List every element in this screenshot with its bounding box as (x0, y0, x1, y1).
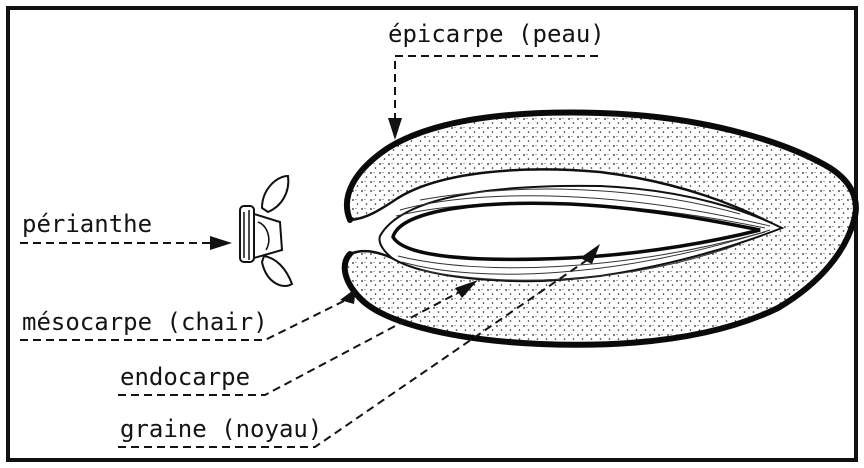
label-mesocarpe: mésocarpe (chair) (22, 308, 268, 336)
label-epicarpe: épicarpe (peau) (388, 20, 605, 48)
label-perianthe: périanthe (22, 210, 152, 238)
label-endocarpe: endocarpe (120, 363, 250, 391)
perianth-drawing (240, 176, 292, 286)
label-graine: graine (noyau) (120, 415, 322, 443)
arrow-epicarpe (388, 118, 402, 140)
arrow-perianthe (210, 236, 232, 250)
